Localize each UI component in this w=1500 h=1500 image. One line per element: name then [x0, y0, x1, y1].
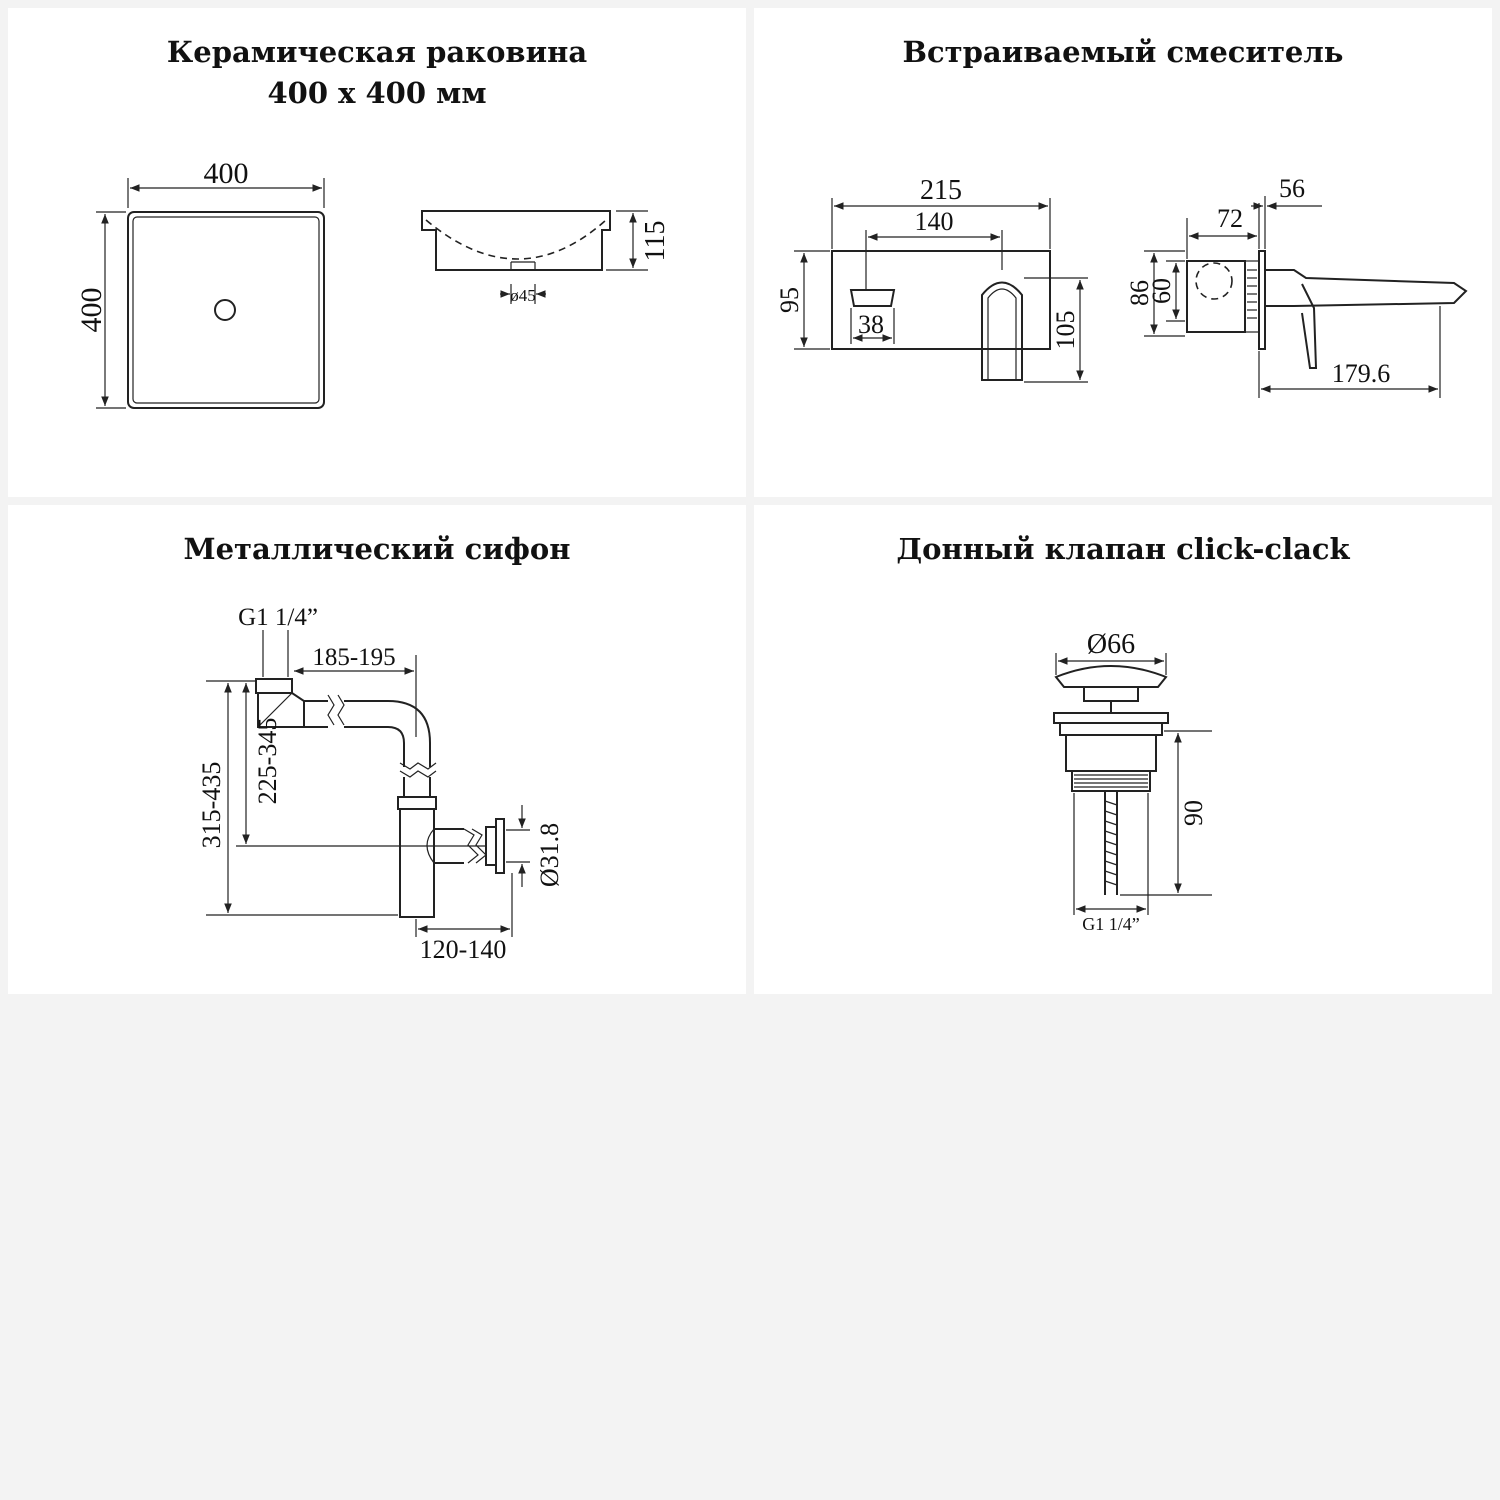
- mixer-handle-dimension: 38: [850, 308, 895, 344]
- sink-height-label: 400: [75, 288, 108, 333]
- siphon-horizontal-label: 185-195: [312, 644, 395, 671]
- siphon-thread-dimension: G1 1/4”: [238, 604, 318, 677]
- sink-drawing: 400 400 115 ø45: [75, 157, 671, 409]
- valve-drawing: Ø66 90 G1 1/4”: [1053, 629, 1212, 934]
- valve-height-label: 90: [1179, 800, 1208, 826]
- mixer-title: Встраиваемый смеситель: [902, 35, 1344, 69]
- siphon-inner-height-label: 225-345: [253, 718, 282, 805]
- sink-title: Керамическая раковина 400 х 400 мм: [8, 32, 746, 114]
- siphon-outlet-dimension: Ø31.8: [506, 805, 564, 887]
- siphon-total-height-dimension: 315-435: [197, 680, 398, 916]
- mixer-handle-label: 38: [858, 310, 884, 339]
- mixer-inner-dimension: 60: [1147, 260, 1185, 322]
- siphon-wall-dimension: 120-140: [415, 873, 513, 964]
- mixer-spout-height-dimension: 105: [1024, 277, 1088, 383]
- siphon-outlet-label: Ø31.8: [535, 823, 564, 887]
- valve-title: Донный клапан click-clack: [896, 532, 1350, 566]
- mixer-outer-dimension: 86: [1125, 250, 1185, 337]
- sink-top-view: [127, 211, 325, 409]
- siphon-wall-label: 120-140: [420, 935, 507, 964]
- mixer-body-depth-dimension: 72: [1186, 203, 1260, 259]
- valve-panel: Донный клапан click-clack: [754, 505, 1492, 994]
- sink-width-label: 400: [204, 157, 249, 190]
- mixer-height-dimension: 95: [775, 250, 830, 350]
- sink-drain-label: ø45: [510, 286, 536, 305]
- siphon-total-height-label: 315-435: [197, 762, 226, 849]
- mixer-spout-offset-label: 140: [915, 207, 954, 236]
- sink-side-view: 115 ø45: [421, 210, 671, 305]
- mixer-spout-length-dimension: 179.6: [1258, 306, 1441, 398]
- mixer-side-view: [1186, 250, 1468, 369]
- sink-title-line1: Керамическая раковина: [166, 35, 588, 69]
- mixer-inner-label: 60: [1147, 278, 1176, 304]
- mixer-spout-length-label: 179.6: [1332, 359, 1391, 388]
- valve-body: [1053, 665, 1169, 895]
- sink-height-dimension: 400: [75, 211, 126, 409]
- sink-width-dimension: 400: [127, 157, 325, 208]
- mixer-plate-dimension: 56: [1251, 174, 1322, 249]
- sink-title-line2: 400 х 400 мм: [267, 76, 487, 110]
- siphon-title: Металлический сифон: [183, 532, 571, 566]
- siphon-thread-label: G1 1/4”: [238, 604, 318, 631]
- mixer-total-width-label: 215: [920, 175, 962, 206]
- siphon-body: [255, 678, 505, 918]
- mixer-body-depth-label: 72: [1217, 204, 1243, 233]
- siphon-drawing: G1 1/4” 185-195 315-435 225-345 Ø31.8: [197, 604, 564, 964]
- sink-panel: Керамическая раковина 400 х 400 мм 400 4…: [8, 8, 746, 497]
- siphon-horizontal-dimension: 185-195: [294, 644, 417, 737]
- mixer-spout-height-label: 105: [1051, 311, 1080, 350]
- mixer-total-width-dimension: 215: [831, 175, 1051, 249]
- sink-depth-label: 115: [640, 221, 671, 262]
- mixer-plate-label: 56: [1279, 174, 1305, 203]
- valve-height-dimension: 90: [1120, 730, 1212, 896]
- valve-thread-label: G1 1/4”: [1082, 914, 1140, 934]
- siphon-panel: Металлический сифон: [8, 505, 746, 994]
- mixer-drawing: 215 140 95 38 105: [775, 174, 1468, 398]
- mixer-panel: Встраиваемый смеситель 215 140: [754, 8, 1492, 497]
- valve-cap-dimension: Ø66: [1055, 629, 1167, 675]
- valve-thread-dimension: G1 1/4”: [1073, 793, 1149, 934]
- valve-cap-label: Ø66: [1087, 629, 1135, 660]
- mixer-spout-offset-dimension: 140: [865, 207, 1003, 290]
- siphon-inner-height-dimension: 225-345: [236, 683, 486, 847]
- mixer-front-view: [831, 250, 1051, 381]
- mixer-outer-label: 86: [1125, 280, 1154, 306]
- mixer-height-label: 95: [775, 287, 804, 313]
